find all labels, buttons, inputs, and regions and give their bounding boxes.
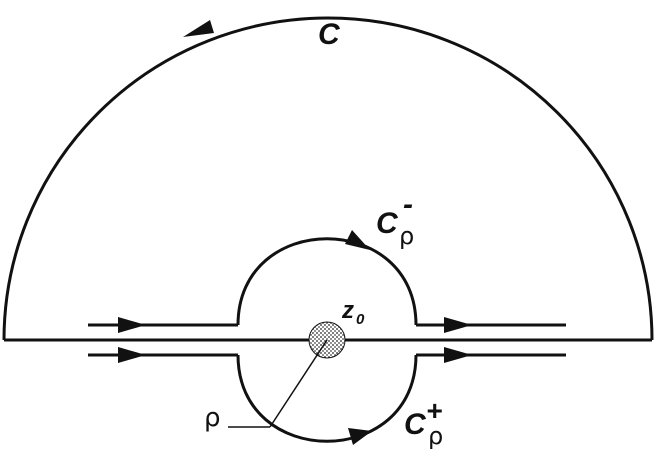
arrow-upper-right (444, 317, 472, 333)
arrow-lower-left (118, 347, 146, 363)
lower-contour-letter: C (404, 408, 427, 441)
arrow-upper-left (118, 317, 146, 333)
outer-contour-label: C (318, 18, 341, 51)
lower-contour-subscript: ρ (428, 422, 443, 450)
point-label-subscript: 0 (356, 311, 365, 328)
radius-label: ρ (204, 403, 221, 433)
upper-contour-superscript: - (403, 188, 413, 221)
outer-contour-arrow (183, 20, 214, 37)
lower-contour-superscript: + (426, 395, 442, 426)
point-label: z (341, 297, 354, 324)
outer-semicircle-contour (2, 16, 654, 341)
upper-contour-letter: C (376, 207, 399, 240)
arrow-lower-right (444, 347, 472, 363)
lower-small-contour (236, 354, 418, 443)
upper-small-contour-arrow (345, 230, 370, 250)
radius-line (269, 339, 328, 428)
upper-contour-subscript: ρ (399, 222, 414, 250)
lower-small-contour-arrow (348, 428, 372, 445)
upper-small-contour (236, 237, 418, 326)
